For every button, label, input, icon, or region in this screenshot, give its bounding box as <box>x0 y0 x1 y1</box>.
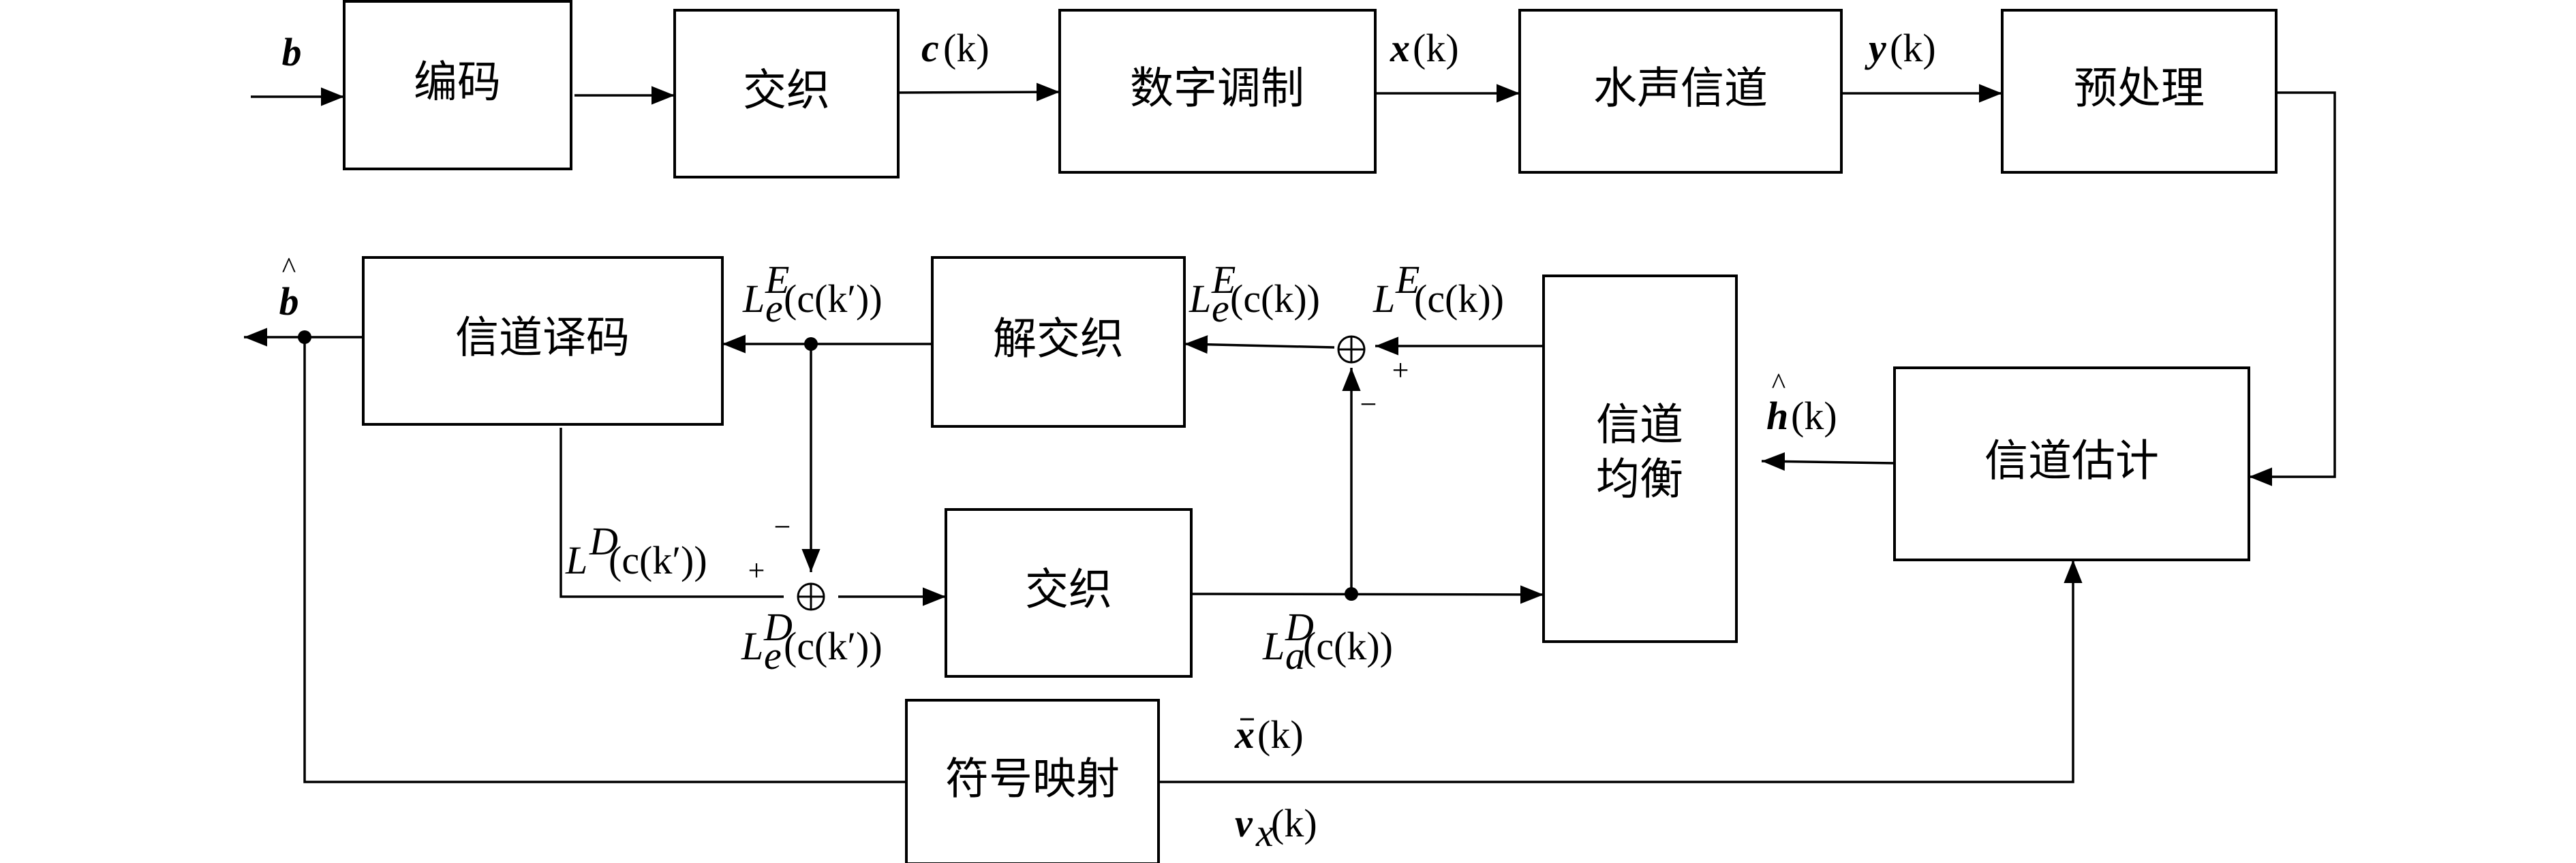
x-bar-arg: (k) <box>1257 712 1304 757</box>
wire-b-hat-feedback <box>303 337 906 783</box>
la-d-ck-sub: a <box>1285 633 1305 678</box>
signal-c-k-label: c (k) <box>921 26 990 70</box>
le-e-ckp-sup: E <box>765 257 789 302</box>
signal-h-hat-label: ^ h (k) <box>1766 367 1837 438</box>
wire-symbol-to-estimate <box>1159 560 2083 783</box>
wire-interleave-to-equalizer <box>1191 585 1544 604</box>
v-x-sub: x <box>1255 811 1274 855</box>
junction-dot-decoder-out <box>298 330 311 344</box>
channel-decode-block <box>362 256 724 426</box>
wire-ld-ckp <box>559 428 784 598</box>
signal-x-k-label: x (k) <box>1390 26 1459 70</box>
sum-junction-lower <box>797 582 825 611</box>
junction-dot-extrinsic <box>804 337 818 351</box>
x-bar-var: x <box>1234 712 1255 757</box>
signal-x-bar-k-label: x (k) <box>1234 712 1304 757</box>
encode-block <box>343 0 572 170</box>
le-e-ckp-L: L <box>742 277 765 321</box>
le-e-ck-arg: (c(k)) <box>1230 277 1320 321</box>
v-x-var: v <box>1235 801 1253 845</box>
signal-le-e-ckp-label: L E e (c(k′)) <box>742 257 883 330</box>
lc-d-ckp-arg: (c(k′)) <box>784 624 883 668</box>
wire-h-hat <box>1761 452 1895 471</box>
signal-v-x-k-label: v x (k) <box>1235 801 1317 855</box>
minus-sign-upper: − <box>1360 388 1377 421</box>
channel-decode-label: 信道译码 <box>455 313 630 364</box>
channel-estimate-block <box>1893 366 2250 561</box>
underwater-channel-block <box>1518 9 1843 174</box>
encode-label: 编码 <box>414 58 501 108</box>
la-d-ck-L: L <box>1262 624 1285 668</box>
channel-equalize-label-line2: 均衡 <box>1596 455 1683 505</box>
signal-b-hat-label: ^ b <box>279 251 299 324</box>
b-hat-symbol: b <box>279 279 299 324</box>
signal-le-e-ck-label: L E e (c(k)) <box>1189 257 1320 330</box>
lc-d-ckp-sub: e <box>764 633 782 678</box>
interleave-top-label: 交织 <box>743 66 830 116</box>
x-k-arg: (k) <box>1413 26 1459 70</box>
interleave-mid-label: 交织 <box>1025 565 1112 616</box>
la-d-ck-arg: (c(k)) <box>1303 624 1393 668</box>
underwater-channel-label: 水声信道 <box>1593 64 1768 114</box>
plus-sign-lower: + <box>748 554 765 587</box>
digital-mod-block <box>1058 9 1377 174</box>
signal-b-label: b <box>282 30 302 74</box>
signal-y-k-label: y (k) <box>1865 26 1936 70</box>
preprocess-block <box>2001 9 2278 174</box>
digital-mod-label: 数字调制 <box>1130 64 1304 114</box>
signal-ld-ckp-label: L D (c(k′)) <box>565 519 707 582</box>
l-e-ck-sup: E <box>1395 257 1420 302</box>
preprocess-label: 预处理 <box>2074 64 2205 114</box>
c-k-arg: (k) <box>943 26 990 70</box>
le-e-ck-L: L <box>1189 277 1211 321</box>
channel-equalize-label-line1: 信道 <box>1596 401 1683 451</box>
wire-c-k <box>898 82 1060 101</box>
y-k-arg: (k) <box>1890 26 1936 70</box>
wire-preprocess-to-estimate <box>2249 91 2336 486</box>
junction-dot-interleaved <box>1345 587 1358 601</box>
ld-ckp-sup: D <box>589 519 618 563</box>
l-e-ck-arg: (c(k)) <box>1414 277 1504 321</box>
le-e-ck-sup: E <box>1211 257 1236 302</box>
c-k-var: c <box>921 26 939 70</box>
wire-le-e-ck <box>1184 335 1335 354</box>
signal-la-d-ck-label: L D a (c(k)) <box>1262 605 1393 678</box>
deinterleave-block <box>931 256 1186 428</box>
v-x-arg: (k) <box>1271 801 1317 845</box>
y-k-var: y <box>1865 26 1886 70</box>
deinterleave-label: 解交织 <box>993 315 1124 365</box>
minus-sign-lower: − <box>774 510 791 544</box>
plus-sign-upper: + <box>1392 354 1409 387</box>
channel-equalize-block <box>1542 274 1738 643</box>
le-e-ckp-sub: e <box>765 286 783 330</box>
x-k-var: x <box>1390 26 1410 70</box>
lc-d-ckp-L: L <box>741 624 763 668</box>
l-e-ck-L: L <box>1373 277 1395 321</box>
signal-lc-d-ckp-label: L D e (c(k′)) <box>741 605 883 678</box>
ld-ckp-L: L <box>565 538 587 582</box>
h-hat-accent: ^ <box>1772 367 1786 401</box>
ld-ckp-arg: (c(k′)) <box>609 538 707 582</box>
interleave-mid-block <box>945 508 1193 678</box>
le-e-ck-sub: e <box>1212 286 1229 330</box>
b-hat-accent: ^ <box>282 251 296 285</box>
sum-junction-upper <box>1337 335 1366 364</box>
signal-l-e-ck-label: L E (c(k)) <box>1373 257 1504 321</box>
le-e-ckp-arg: (c(k′)) <box>784 277 883 321</box>
channel-estimate-label: 信道估计 <box>1984 437 2159 487</box>
wires <box>244 82 2336 783</box>
interleave-top-block <box>673 9 900 178</box>
symbol-map-block <box>905 699 1160 863</box>
la-d-ck-sup: D <box>1285 605 1314 649</box>
h-hat-var: h <box>1766 394 1788 438</box>
lc-d-ckp-sup: D <box>763 605 793 649</box>
h-hat-arg: (k) <box>1791 394 1837 438</box>
symbol-map-label: 符号映射 <box>945 755 1120 805</box>
